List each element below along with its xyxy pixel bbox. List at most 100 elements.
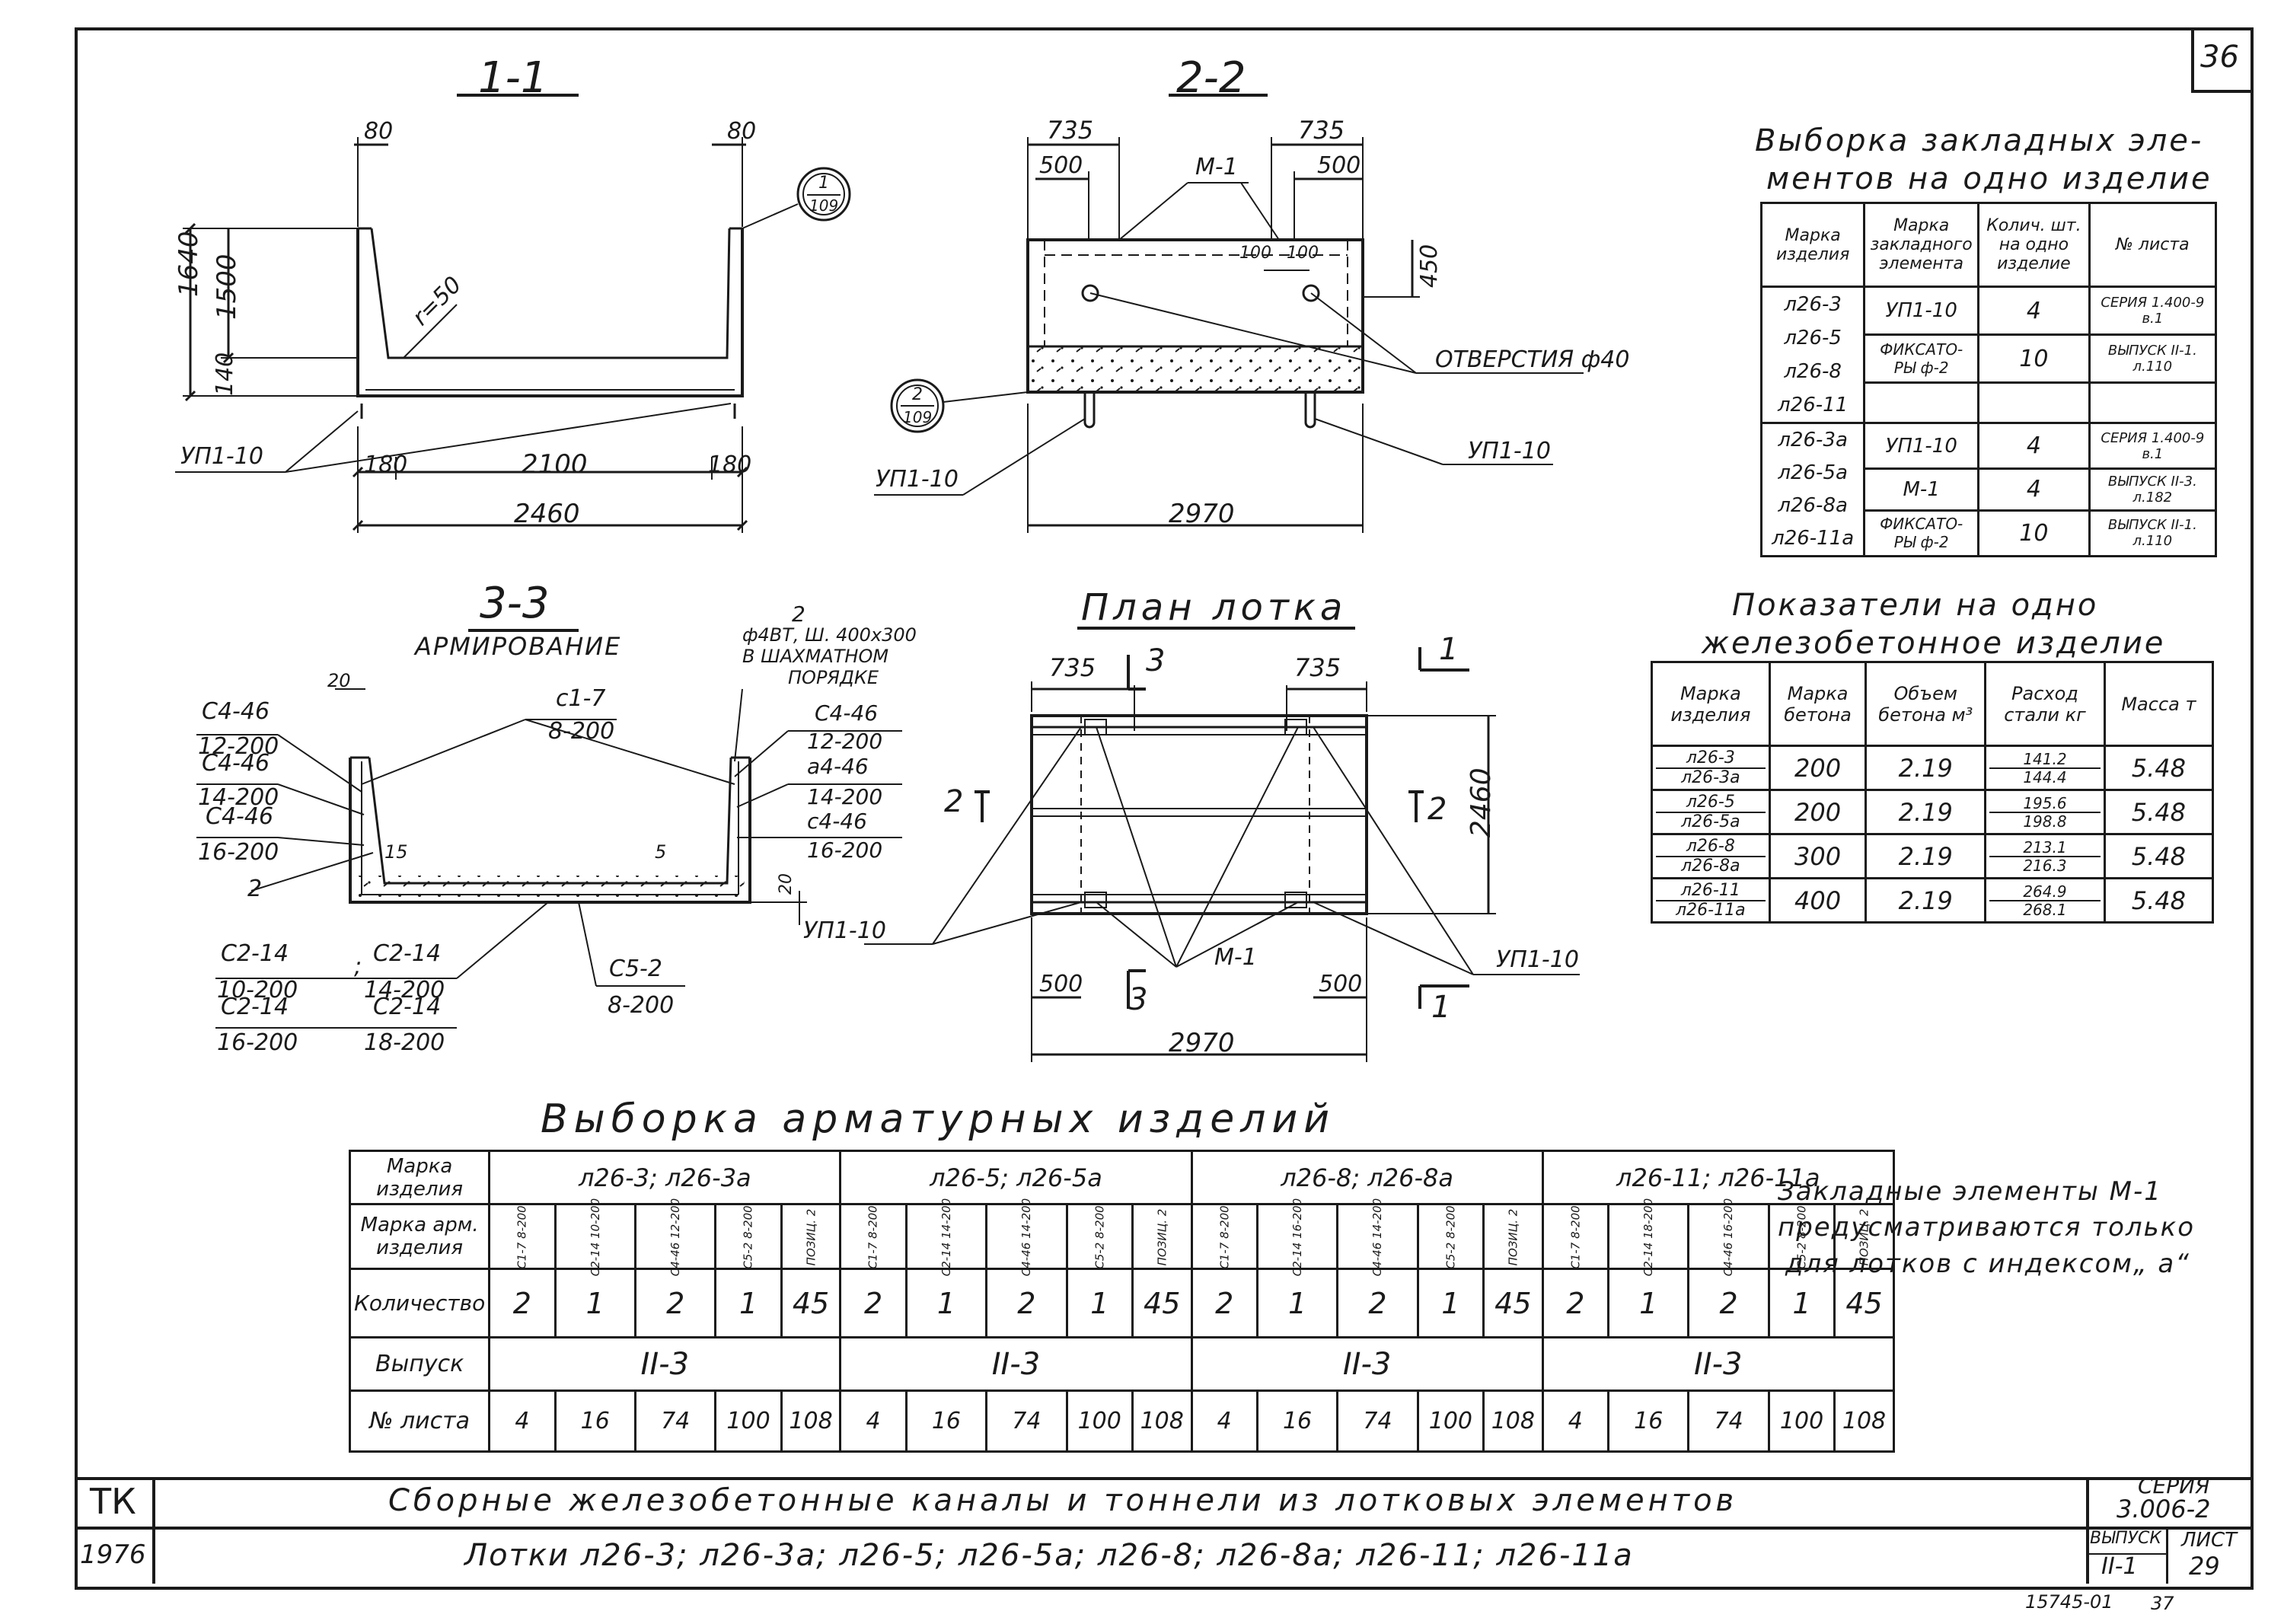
rebar-sheet-cell: 4: [1541, 1389, 1610, 1453]
rebar-mark-text: С2-14 10-200: [588, 1198, 602, 1276]
plan-dim-735-left: 735: [1049, 653, 1096, 682]
label-c1-7-step: 8-200: [548, 718, 615, 745]
note-pos2-line3: ПОРЯДКЕ: [788, 667, 879, 688]
plan-mark-2-left: 2: [944, 784, 964, 819]
rebar-mark-text: ПОЗИЦ. 2: [1155, 1208, 1169, 1265]
note-pos2-line1: ф4ВТ, Ш. 400х300: [742, 624, 917, 646]
ind-h-grade: Марка бетона: [1768, 661, 1868, 747]
rebar-issue-3: II-3: [1190, 1336, 1544, 1392]
dim-140: 140: [212, 352, 238, 396]
label-c2-14b: 14-200: [364, 977, 445, 1003]
rebar-group-3-name: л26-8; л26-8а: [1190, 1150, 1544, 1205]
rebar-mark-cell: С4-46 14-200: [1336, 1198, 1419, 1276]
note-pos2-num: 2: [792, 601, 805, 627]
rebar-sheet-cell: 100: [714, 1389, 783, 1453]
rebar-mark-cell: С1-7 8-200: [1190, 1203, 1258, 1270]
title-org: ТК: [90, 1481, 136, 1522]
plan-dim-735-right: 735: [1294, 653, 1341, 682]
rebar-qty-cell: 1: [904, 1268, 988, 1338]
plan-mark-1-bottom: 1: [1431, 990, 1451, 1025]
rebar-mark-cell: С1-7 8-200: [1541, 1203, 1610, 1270]
label-up1-10-s22-left: УП1-10: [876, 466, 959, 493]
rebar-sheet-cell: 100: [1767, 1389, 1836, 1453]
indicators-title-2: железобетонное изделие: [1702, 626, 2166, 661]
emb-g2-r1-qty: 4: [1977, 421, 2091, 471]
rebar-table-title: Выборка арматурных изделий: [541, 1096, 1336, 1142]
label-left-c4-1b: 12-200: [198, 733, 279, 760]
label-left-c4-2: С4-46: [202, 750, 270, 777]
label-right-c4-1b: 12-200: [807, 729, 883, 754]
rebar-label-sheet: № листа: [348, 1389, 491, 1453]
label-left-c4-3b: 16-200: [198, 839, 279, 866]
title-line-2: Лотки л26-3; л26-3а; л26-5; л26-5а; л26-…: [464, 1538, 1634, 1573]
rebar-sheet-cell: 16: [1255, 1389, 1339, 1453]
emb-g1-r2-qty: 10: [1977, 333, 2091, 384]
ind-h-mass: Масса т: [2103, 661, 2215, 747]
rebar-sheet-cell: 4: [839, 1389, 908, 1453]
label-c2-14: С2-14: [373, 940, 442, 967]
emb-g2-r2-elem: М-1: [1863, 467, 1980, 512]
dim-100-b: 100: [1287, 244, 1319, 263]
title-block-mid-line: [75, 1527, 2251, 1530]
label-right-c4-1: С4-46: [815, 700, 879, 726]
emb-h-sheet: № листа: [2088, 202, 2218, 288]
rebar-qty-cell: 2: [488, 1268, 557, 1338]
rebar-mark-text: С1-7 8-200: [1217, 1204, 1232, 1269]
title-block-top-line: [75, 1477, 2251, 1480]
plan-dim-500-left: 500: [1039, 971, 1083, 997]
plan-label-up1-left: УП1-10: [803, 917, 886, 944]
sheet-value: 29: [2189, 1552, 2220, 1581]
dim-180-left: 180: [364, 451, 408, 478]
emb-g2-r2-sheet: ВЫПУСК II-3. л.182: [2088, 467, 2218, 512]
emb-g2-r3-qty: 10: [1977, 509, 2091, 558]
series-value: 3.006-2: [2117, 1495, 2211, 1523]
rebar-mark-text: С5-2 8-200: [1093, 1204, 1107, 1269]
dim-500-right: 500: [1317, 152, 1361, 179]
rebar-label-issue: Выпуск: [348, 1336, 491, 1392]
rebar-group-4-name: л26-11; л26-11а: [1541, 1150, 1895, 1205]
rebar-qty-cell: 2: [985, 1268, 1068, 1338]
plan-dim-2970: 2970: [1169, 1028, 1235, 1058]
rebar-qty-cell: 45: [1833, 1268, 1895, 1338]
series-label: СЕРИЯ: [2138, 1473, 2210, 1498]
rebar-mark-text: С1-7 8-200: [515, 1204, 529, 1269]
dim-5: 5: [655, 841, 667, 863]
title-year: 1976: [80, 1539, 146, 1570]
dim-15: 15: [384, 841, 408, 863]
rebar-qty-cell: 1: [1767, 1268, 1836, 1338]
note-line-1: Закладные элементы М-1: [1778, 1176, 2162, 1207]
rebar-mark-cell: С1-7 8-200: [488, 1203, 557, 1270]
plan-mark-3-bottom: 3: [1128, 982, 1148, 1017]
plan-dim-500-right: 500: [1319, 971, 1363, 997]
emb-h-qty: Колич. шт. на одно изделие: [1977, 202, 2091, 288]
rebar-sheet-cell: 100: [1416, 1389, 1485, 1453]
rebar-mark-text: С4-46 16-200: [1721, 1198, 1736, 1276]
section-2-2-title: 2-2: [1176, 53, 1246, 103]
label-left-c4-3: С4-46: [206, 803, 274, 830]
dim-1640: 1640: [174, 231, 204, 297]
emb-g2-r1-elem: УП1-10: [1863, 421, 1980, 471]
rebar-sheet-cell: 16: [553, 1389, 636, 1453]
rebar-label-qty: Количество: [348, 1268, 491, 1338]
rebar-mark-text: С2-14 16-200: [1290, 1198, 1305, 1276]
rebar-mark-cell: С5-2 8-200: [1767, 1203, 1836, 1270]
rebar-mark-cell: С2-14 14-200: [904, 1198, 988, 1276]
emb-g1-r1-qty: 4: [1977, 285, 2091, 337]
rebar-sheet-cell: 74: [985, 1389, 1068, 1453]
indicators-table: Марка изделия Марка бетона Объем бетона …: [1651, 661, 2215, 924]
dim-180-right: 180: [708, 451, 752, 478]
plan-view: [864, 627, 1580, 1062]
rebar-mark-text: С4-46 14-200: [1019, 1198, 1034, 1276]
note-line-2: предусматриваются только: [1778, 1212, 2195, 1243]
rebar-sheet-cell: 100: [1065, 1389, 1134, 1453]
dim-100-a: 100: [1239, 244, 1271, 263]
label-pos2: 2: [247, 876, 263, 902]
dim-735-right: 735: [1298, 116, 1345, 145]
label-c2-10b: 10-200: [217, 977, 298, 1003]
rebar-group-2-name: л26-5; л26-5а: [839, 1150, 1193, 1205]
rebar-table: Марка изделия л26-3; л26-3а л26-5; л26-5…: [348, 1150, 1895, 1453]
rebar-sheet-cell: 108: [780, 1389, 842, 1453]
dim-2460: 2460: [514, 499, 580, 529]
